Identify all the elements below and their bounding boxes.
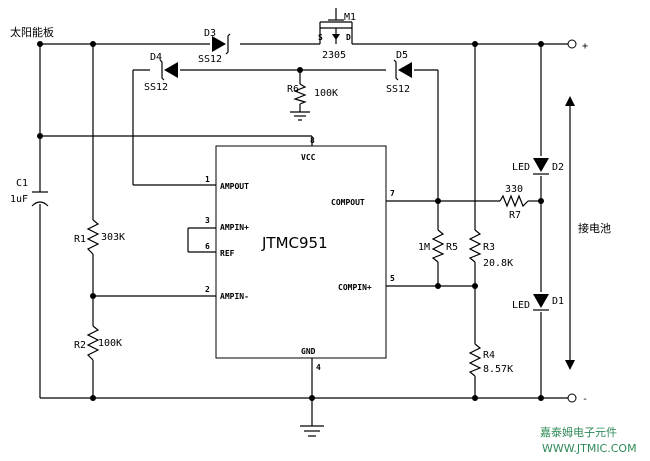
diode-d3: D3 SS12 xyxy=(198,28,231,65)
r4-value: 8.57K xyxy=(483,364,513,375)
jtmc951-chip: JTMC951 VCC 8 AMPOUT 1 AMPIN+ 3 REF 6 AM… xyxy=(205,136,395,372)
resistor-r3: R3 20.8K xyxy=(468,229,513,269)
r7-label: R7 xyxy=(509,210,521,221)
led-d1: LED D1 xyxy=(512,294,564,311)
r6-value: 100K xyxy=(314,88,338,99)
solar-panel-label: 太阳能板 xyxy=(10,25,54,39)
m1-d-label: D xyxy=(346,33,351,42)
d1-label: D1 xyxy=(552,296,564,307)
plus-label: + xyxy=(582,41,588,52)
pin-ampin-plus: AMPIN+ xyxy=(220,223,249,232)
minus-label: - xyxy=(582,394,588,405)
d4-part: SS12 xyxy=(144,82,168,93)
battery-label: 接电池 xyxy=(578,222,611,235)
chip-name: JTMC951 xyxy=(261,234,328,252)
resistor-r2: R2 100K xyxy=(74,325,122,361)
resistor-r6: R6 100K xyxy=(287,83,338,105)
r5-value: 1M xyxy=(418,242,430,253)
pin-ref-num: 6 xyxy=(205,242,210,251)
pin-gnd-num: 4 xyxy=(316,363,321,372)
wires xyxy=(39,8,568,426)
d3-label: D3 xyxy=(204,28,216,39)
pin-vcc: VCC xyxy=(301,153,316,162)
pin-ampin-minus: AMPIN- xyxy=(220,292,249,301)
r4-label: R4 xyxy=(483,350,495,361)
m1-s-label: S xyxy=(318,33,323,42)
pin-ampout-num: 1 xyxy=(205,175,210,184)
junctions xyxy=(37,41,544,401)
r3-label: R3 xyxy=(483,242,495,253)
c1-label: C1 xyxy=(16,178,28,189)
led-d2-label: LED xyxy=(512,162,530,173)
pin-ampin-minus-num: 2 xyxy=(205,285,210,294)
diode-d5: D5 SS12 xyxy=(386,50,412,95)
watermark-url: WWW.JTMIC.COM xyxy=(542,442,637,455)
minus-terminal: - xyxy=(567,393,588,405)
pin-compin-plus-num: 5 xyxy=(390,274,395,283)
resistor-r4: R4 8.57K xyxy=(468,343,513,377)
d3-part: SS12 xyxy=(198,54,222,65)
r6-label: R6 xyxy=(287,84,299,95)
r3-value: 20.8K xyxy=(483,258,513,269)
r2-value: 100K xyxy=(98,338,122,349)
pin-ref: REF xyxy=(220,249,235,258)
ground-symbol-r6 xyxy=(290,111,310,121)
pin-compout-num: 7 xyxy=(390,189,395,198)
pin-vcc-num: 8 xyxy=(310,136,315,145)
pin-gnd: GND xyxy=(301,347,316,356)
watermark-cn: 嘉泰姆电子元件 xyxy=(540,425,617,439)
r5-label: R5 xyxy=(446,242,458,253)
d5-label: D5 xyxy=(396,50,408,61)
r2-label: R2 xyxy=(74,340,86,351)
led-d2: LED D2 xyxy=(512,158,564,175)
d4-label: D4 xyxy=(150,52,162,63)
capacitor-c1: C1 1uF xyxy=(10,178,49,207)
pin-ampin-plus-num: 3 xyxy=(205,216,210,225)
resistor-r5: 1M R5 xyxy=(418,229,458,263)
pin-compout: COMPOUT xyxy=(331,198,365,207)
pin-compin-plus: COMPIN+ xyxy=(338,283,372,292)
r1-value: 303K xyxy=(101,232,125,243)
resistor-r1: R1 303K xyxy=(74,219,125,255)
battery-arrow xyxy=(565,96,575,370)
resistor-r7: 330 R7 xyxy=(499,184,529,221)
m1-label: M1 xyxy=(344,12,356,23)
r1-label: R1 xyxy=(74,234,86,245)
d5-part: SS12 xyxy=(386,84,410,95)
plus-terminal: + xyxy=(567,39,588,52)
mosfet-m1: S D M1 2305 xyxy=(318,12,356,61)
pin-ampout: AMPOUT xyxy=(220,182,249,191)
diode-d4: D4 SS12 xyxy=(144,52,178,93)
m1-part: 2305 xyxy=(322,50,346,61)
r7-value: 330 xyxy=(505,184,523,195)
d2-label: D2 xyxy=(552,162,564,173)
c1-value: 1uF xyxy=(10,194,28,205)
ground-symbol-main xyxy=(300,425,324,437)
led-d1-label: LED xyxy=(512,300,530,311)
